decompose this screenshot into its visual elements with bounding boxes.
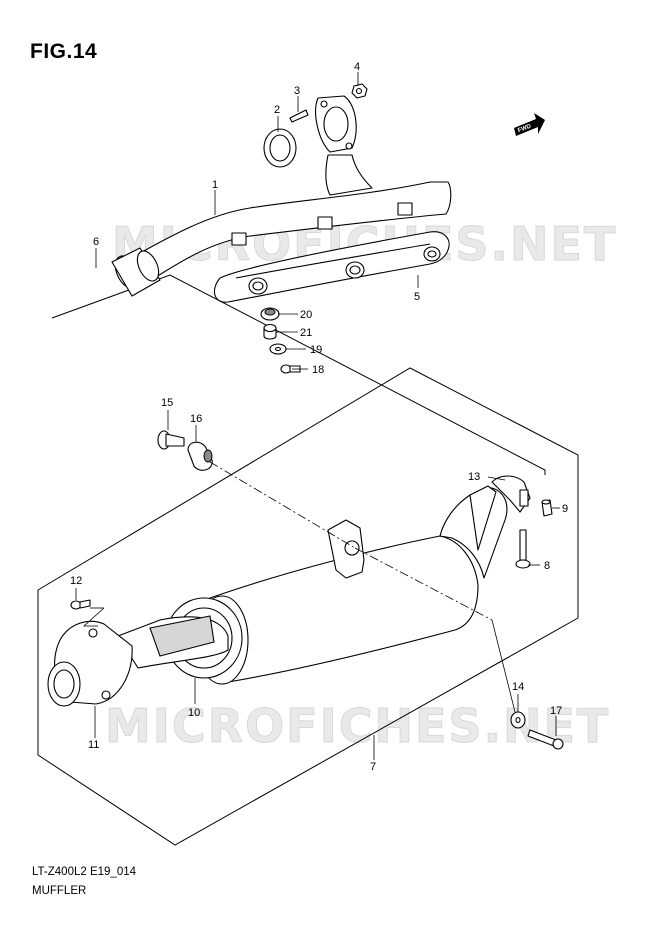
heat-shield <box>213 231 450 303</box>
tail-pipe <box>117 597 243 679</box>
end-cap <box>47 620 133 707</box>
upper-frame <box>51 274 546 475</box>
bolt-18 <box>280 364 301 374</box>
grommet <box>260 307 280 321</box>
callout-17: 17 <box>550 705 562 717</box>
lower-frame <box>37 367 579 846</box>
callout-13: 13 <box>468 471 480 483</box>
fwd-arrow-icon: FWD <box>514 113 545 136</box>
figure-title: FIG.14 <box>30 40 98 63</box>
cushion <box>187 441 213 471</box>
pipe-bracket-3 <box>397 202 413 216</box>
washer <box>269 343 287 355</box>
bolt-8 <box>515 529 531 569</box>
callout-14: 14 <box>512 681 524 693</box>
callout-9: 9 <box>562 503 568 515</box>
bolt-17 <box>527 729 564 750</box>
muffler-body <box>195 485 508 685</box>
callout-12: 12 <box>70 575 82 587</box>
axis-washer <box>491 619 516 713</box>
pipe-bracket-2 <box>317 216 333 230</box>
axis-mount <box>209 461 356 549</box>
callout-10: 10 <box>188 707 200 719</box>
callout-16: 16 <box>190 413 202 425</box>
bolt-15 <box>157 430 185 450</box>
washer-14 <box>510 711 526 729</box>
callout-11: 11 <box>88 739 99 751</box>
nut <box>351 83 368 99</box>
spacer <box>263 323 277 340</box>
screw-12 <box>70 599 91 610</box>
callout-6: 6 <box>93 236 99 248</box>
axis-screw-zig <box>82 607 105 627</box>
figure-code: LT-Z400L2 E19_014 <box>32 866 137 878</box>
watermark-bottom: MICROFICHES.NET <box>105 699 610 753</box>
callout-4: 4 <box>354 61 360 73</box>
callout-19: 19 <box>310 344 322 356</box>
callout-18: 18 <box>312 364 324 376</box>
stud-bolt <box>289 109 309 123</box>
callout-8: 8 <box>544 560 550 572</box>
exhaust-flange <box>315 95 357 153</box>
callout-1: 1 <box>212 179 218 191</box>
callout-21: 21 <box>300 327 312 339</box>
callout-5: 5 <box>414 291 420 303</box>
axis-bolt <box>354 547 493 621</box>
callout-15: 15 <box>161 397 173 409</box>
fwd-label: FWD <box>517 123 533 134</box>
callout-20: 20 <box>300 309 312 321</box>
nut-9 <box>541 499 553 517</box>
exhaust-pipe <box>111 154 452 297</box>
callout-2: 2 <box>274 104 280 116</box>
callout-3: 3 <box>294 85 300 97</box>
figure-name: MUFFLER <box>32 885 87 897</box>
pipe-bracket-1 <box>231 232 247 246</box>
gasket <box>263 128 297 168</box>
callout-7: 7 <box>370 761 376 773</box>
